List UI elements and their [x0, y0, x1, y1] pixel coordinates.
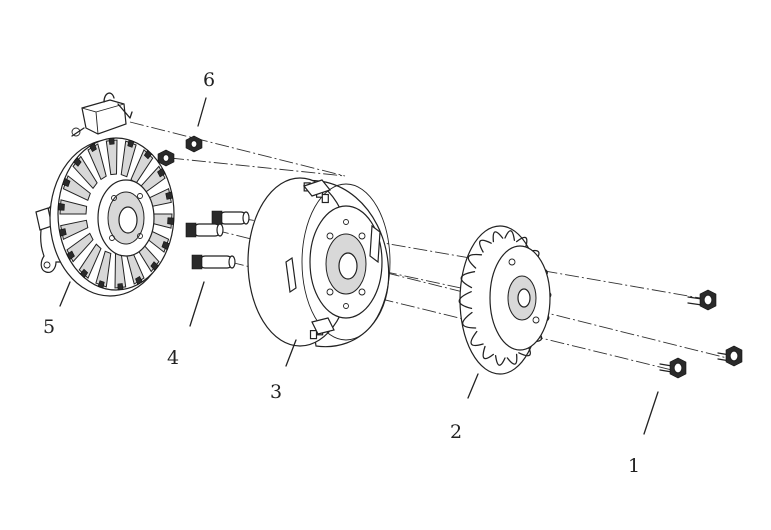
fan-fin: [479, 239, 492, 253]
stator-pole-tip: [150, 261, 159, 271]
fan-fin: [506, 353, 518, 365]
bolts: [659, 289, 743, 379]
stator-pole-tip: [73, 157, 82, 167]
leader-2: [467, 373, 479, 399]
nut-upper: [185, 135, 203, 153]
callout-4: 4: [167, 347, 179, 369]
stator: [35, 92, 175, 297]
stator-pole-tip: [66, 250, 75, 261]
stator-winding: [87, 143, 107, 181]
fan-fin: [494, 355, 506, 366]
fan-fin: [504, 230, 516, 241]
stator-pole-tip: [89, 143, 97, 153]
stud-upper: [211, 210, 250, 226]
stator-pole-tip: [161, 241, 170, 251]
stator-winding: [59, 199, 88, 215]
stator-pole-tip: [157, 167, 166, 178]
fan-fin: [470, 330, 484, 347]
leader-3: [285, 339, 297, 367]
stud-lower: [191, 254, 236, 270]
bolt-bottom: [659, 357, 687, 379]
leader-lines: [59, 97, 659, 435]
callout-1: 1: [628, 455, 640, 477]
stator-pole-tip: [127, 139, 135, 148]
stator-pole-tip: [57, 203, 65, 211]
flywheel-slot: [321, 193, 329, 204]
fan-fin: [467, 253, 483, 269]
stator-winding: [95, 250, 112, 288]
nuts: [157, 135, 203, 167]
stator-winding: [60, 219, 89, 241]
fan-fin: [458, 291, 473, 310]
bolt-top: [687, 289, 717, 311]
studs: [185, 210, 250, 270]
leader-5: [59, 281, 71, 307]
stator-pole-tip: [79, 268, 89, 279]
stator-winding: [120, 140, 137, 178]
stator-pole-tip: [117, 283, 124, 291]
callout-5: 5: [43, 316, 55, 338]
callout-3: 3: [270, 381, 282, 403]
stator-pole-tip: [143, 149, 153, 160]
stator-pole-tip: [62, 177, 71, 187]
stator-pole-tip: [167, 217, 175, 225]
stator-winding: [105, 139, 118, 176]
callout-6: 6: [203, 69, 215, 91]
stator-pole-tip: [97, 280, 105, 289]
flywheel: [247, 177, 391, 348]
stator-pole-tip: [135, 275, 143, 285]
nut-lower: [157, 149, 175, 167]
fan-fin: [460, 271, 476, 289]
stud-middle: [185, 222, 224, 238]
stator-pole-tip: [165, 191, 174, 200]
fan-fin: [492, 231, 504, 243]
callout-2: 2: [450, 421, 462, 443]
stator-winding: [62, 175, 91, 201]
bolt-right: [717, 345, 743, 367]
fan-fin: [462, 311, 477, 329]
leader-1: [643, 391, 659, 435]
assembly-centerlines: [129, 121, 736, 371]
cooling-fan: [458, 225, 552, 375]
fan-fin: [482, 345, 495, 360]
stator-pole-tip: [108, 137, 115, 145]
stator-pole-tip: [58, 228, 67, 237]
leader-6: [197, 97, 207, 127]
flywheel-slot: [309, 330, 318, 340]
callout-labels: 1 2 3 4 5 6: [43, 69, 640, 477]
leader-4: [189, 281, 205, 327]
